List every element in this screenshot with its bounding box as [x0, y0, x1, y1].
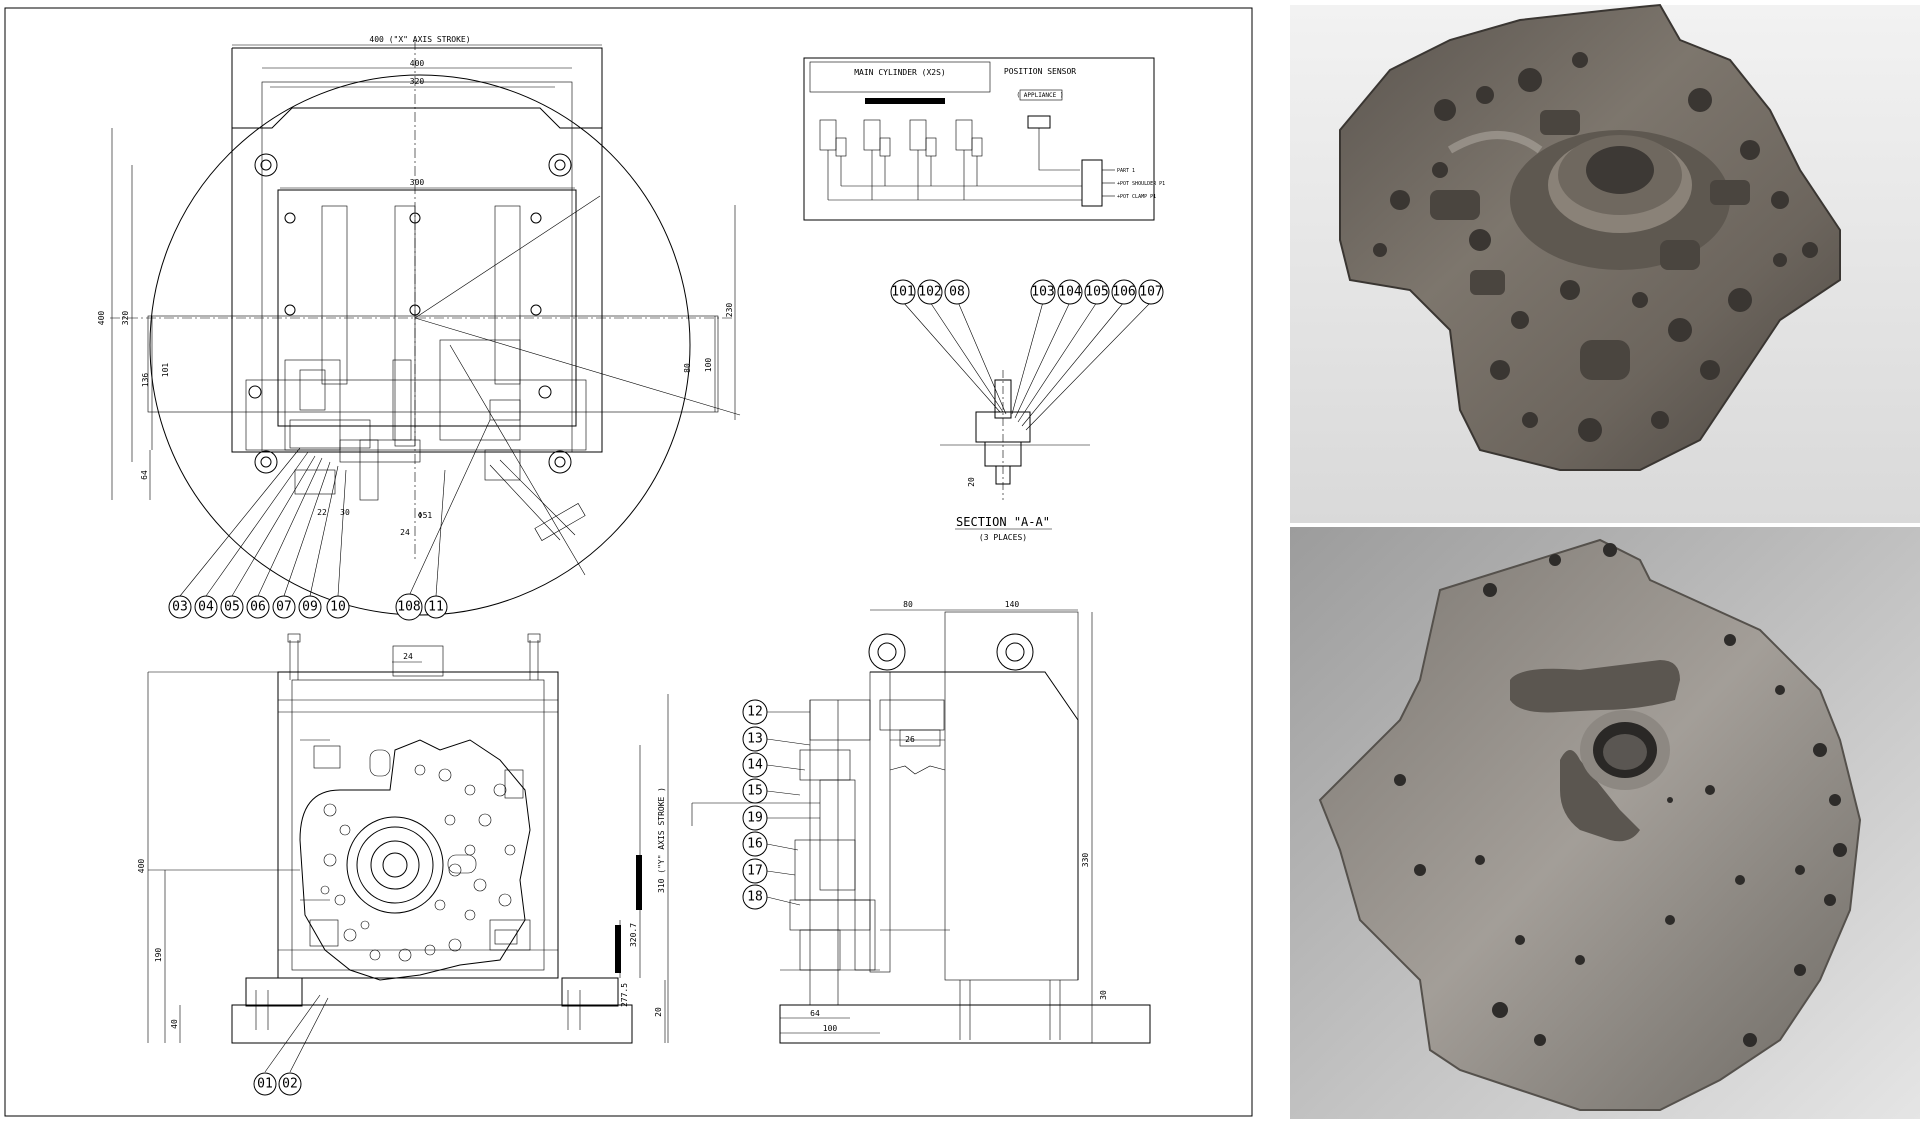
- section-a-a: 20 101 102 08 103 104 105 106 107 SECTIO…: [890, 279, 1164, 542]
- callout-01: 01: [257, 1077, 273, 1092]
- side-view: 80 140 330 64 100 30 26 12 13 14 15 19 1…: [691, 600, 1151, 1044]
- callout-104: 104: [1058, 285, 1082, 300]
- line-part1: PART 1: [1117, 168, 1135, 174]
- height-100-dim: 100: [704, 358, 713, 373]
- dim-277-5: 277.5: [620, 983, 629, 1007]
- part-photo-top: [1290, 3, 1920, 523]
- callout-07: 07: [276, 600, 292, 615]
- width-320-dim: 320: [410, 77, 425, 86]
- side-dim-26: 26: [905, 735, 915, 744]
- front-height-400-dim: 400: [137, 859, 146, 874]
- x-axis-stroke-dim: 400 ("X" AXIS STROKE): [369, 35, 470, 44]
- dim-136: 136: [141, 373, 150, 388]
- front-height-20-dim: 20: [654, 1007, 663, 1017]
- dim-320-7: 320.7: [629, 923, 638, 947]
- callout-103: 103: [1031, 285, 1054, 300]
- side-dim-100: 100: [823, 1024, 838, 1033]
- callout-107: 107: [1139, 285, 1162, 300]
- callout-18: 18: [747, 890, 763, 905]
- height-230-dim: 230: [725, 303, 734, 318]
- front-width-24-dim: 24: [403, 652, 413, 661]
- part-photo-bottom: [1290, 527, 1920, 1119]
- callout-09: 09: [302, 600, 318, 615]
- width-400-dim: 400: [410, 59, 425, 68]
- section-title: SECTION "A-A": [956, 515, 1050, 529]
- side-width-140-dim: 140: [1005, 600, 1020, 609]
- section-dim-20: 20: [967, 477, 976, 487]
- technical-drawing-panel: 400 ("X" AXIS STROKE) 400 320 300 400 32…: [4, 7, 1253, 1117]
- callout-02: 02: [282, 1077, 298, 1092]
- line-shoulder: +POT SHOULDER P1: [1117, 181, 1165, 187]
- swing-circle: [149, 74, 691, 616]
- height-400-dim: 400: [97, 311, 106, 326]
- technical-drawing: 400 ("X" AXIS STROKE) 400 320 300 400 32…: [4, 7, 1253, 1117]
- side-dim-64: 64: [810, 1009, 820, 1018]
- callout-102: 102: [918, 285, 941, 300]
- height-320-dim: 320: [121, 311, 130, 326]
- callout-05: 05: [224, 600, 240, 615]
- phi-51-dim: Φ51: [418, 511, 433, 520]
- drawing-frame: [4, 7, 1253, 1117]
- main-cylinder-label: MAIN CYLINDER (X2S): [854, 68, 946, 77]
- dim-80: 80: [683, 363, 692, 373]
- callout-14: 14: [747, 758, 763, 773]
- callout-03: 03: [172, 600, 188, 615]
- dim-64: 64: [140, 470, 149, 480]
- callout-12: 12: [747, 705, 763, 720]
- callout-11: 11: [428, 600, 444, 615]
- callout-13: 13: [747, 732, 763, 747]
- callout-17: 17: [747, 864, 763, 879]
- callout-15: 15: [747, 784, 763, 799]
- callout-101: 101: [891, 285, 914, 300]
- line-clamp: +POT CLAMP P1: [1117, 194, 1156, 200]
- position-sensor-label: POSITION SENSOR: [1004, 67, 1076, 76]
- side-height-330-dim: 330: [1081, 853, 1090, 868]
- y-axis-stroke-dim: 310 ("Y" AXIS STROKE ): [657, 787, 666, 893]
- section-subtitle: (3 PLACES): [979, 533, 1027, 542]
- callout-105: 105: [1085, 285, 1108, 300]
- dim-30: 30: [340, 508, 350, 517]
- callout-04: 04: [198, 600, 214, 615]
- top-view-callouts: 03 04 05 06 07 09 10 108 11: [168, 593, 448, 621]
- callout-06: 06: [250, 600, 266, 615]
- dim-22: 22: [317, 508, 327, 517]
- front-view: 400 190 40 24 310 ("Y" AXIS STROKE ) 20 …: [137, 633, 669, 1096]
- top-view: 400 ("X" AXIS STROKE) 400 320 300 400 32…: [97, 35, 741, 621]
- sensor-sub-label: ( APPLIANCE ): [1017, 92, 1064, 99]
- side-dim-30: 30: [1099, 990, 1108, 1000]
- pneumatic-schematic: MAIN CYLINDER (X2S) POSITION SENSOR ( AP…: [803, 57, 1165, 221]
- part-photos: [1290, 3, 1920, 1119]
- callout-19: 19: [747, 811, 763, 826]
- dim-24: 24: [400, 528, 410, 537]
- side-width-80-dim: 80: [903, 600, 913, 609]
- front-height-40-dim: 40: [170, 1019, 179, 1029]
- width-300-dim: 300: [410, 178, 425, 187]
- dim-101: 101: [161, 363, 170, 378]
- photo-panel: [1280, 0, 1920, 1119]
- callout-08: 08: [949, 285, 965, 300]
- callout-10: 10: [330, 600, 346, 615]
- callout-16: 16: [747, 837, 763, 852]
- front-height-190-dim: 190: [154, 948, 163, 963]
- callout-106: 106: [1112, 285, 1135, 300]
- callout-108: 108: [397, 600, 420, 615]
